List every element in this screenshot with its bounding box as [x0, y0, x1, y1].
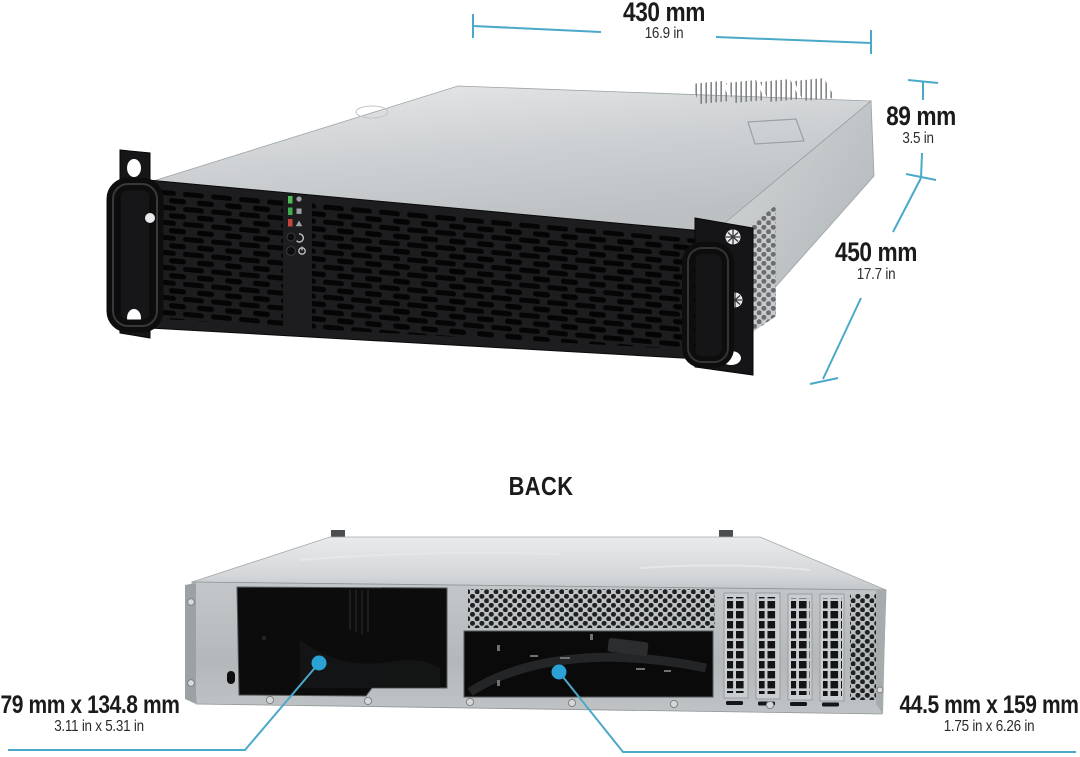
reset-button — [286, 232, 296, 242]
width-dimension-imperial: 16.9 in — [644, 25, 684, 42]
height-dimension-imperial: 3.5 in — [902, 130, 934, 147]
left-ear-screw — [145, 213, 155, 223]
front-vent-slots-right — [312, 203, 698, 350]
height-dimension-line — [905, 79, 939, 181]
front-vent-slots-left — [162, 190, 283, 326]
io-cutout-dimension-metric: 79 mm x 134.8 mm — [0, 691, 180, 719]
network-led-icon — [296, 196, 302, 202]
network-led — [288, 196, 293, 204]
bottom-rail-screws — [265, 695, 775, 710]
top-face-sheen — [299, 551, 811, 571]
psu-interior-cable — [467, 652, 707, 696]
alarm-led-icon — [295, 220, 303, 227]
chassis-back-illustration — [185, 530, 887, 715]
right-flange-screw — [876, 686, 884, 694]
psu-leader-line — [558, 671, 1076, 753]
back-right-hex-column — [850, 594, 876, 700]
height-dimension-metric: 89 mm — [886, 101, 956, 131]
left-rack-ear — [106, 149, 164, 339]
top-face-logo-etch — [355, 105, 389, 119]
back-right-flange — [876, 590, 886, 714]
kensington-slot — [227, 671, 235, 684]
width-dimension-metric: 430 mm — [623, 0, 705, 27]
chassis-front-illustration — [106, 78, 875, 376]
psu-cutout-window — [463, 630, 714, 698]
depth-dimension-metric: 450 mm — [835, 237, 917, 267]
power-button — [286, 246, 296, 256]
io-cutout-dimension-imperial: 3.11 in x 5.31 in — [54, 718, 144, 735]
psu-interior-specks — [497, 634, 671, 686]
back-left-flange — [185, 583, 196, 704]
hdd-led — [288, 207, 293, 215]
psu-leader-dot — [551, 664, 567, 680]
top-face-etched-rect — [747, 118, 805, 145]
io-cutout-window — [236, 586, 448, 697]
leader-lines — [8, 662, 1076, 753]
back-top-face — [191, 536, 887, 591]
io-interior-heatsink — [349, 590, 369, 634]
psu-interior-connector — [607, 637, 649, 657]
back-tab-left — [331, 530, 345, 539]
depth-dimension-imperial: 17.7 in — [856, 266, 896, 283]
hdd-led-icon — [296, 208, 302, 214]
top-face-vent-grille — [692, 78, 835, 104]
dimension-lines — [472, 14, 939, 385]
io-interior-shadow — [300, 640, 440, 688]
width-dimension-line — [472, 14, 872, 54]
io-leader-line — [8, 662, 320, 751]
io-leader-dot — [311, 655, 327, 671]
reset-icon — [296, 233, 305, 243]
psu-cutout-dimension-metric: 44.5 mm x 159 mm — [899, 691, 1079, 719]
back-tab-right — [719, 530, 733, 539]
back-hex-vent — [468, 589, 715, 628]
alarm-led — [288, 219, 293, 227]
power-icon — [298, 246, 306, 255]
left-ear-top-hole — [127, 159, 141, 177]
right-ear-screw-top — [725, 229, 741, 245]
flange-screw-top — [187, 598, 195, 606]
expansion-slot-brackets — [723, 592, 845, 707]
back-view-title: BACK — [508, 471, 574, 501]
right-rack-ear — [682, 217, 754, 376]
front-panel-controls — [286, 196, 306, 256]
psu-cutout-dimension-imperial: 1.75 in x 6.26 in — [943, 718, 1035, 735]
flange-screw-bottom — [187, 679, 195, 687]
depth-dimension-line — [809, 177, 922, 385]
